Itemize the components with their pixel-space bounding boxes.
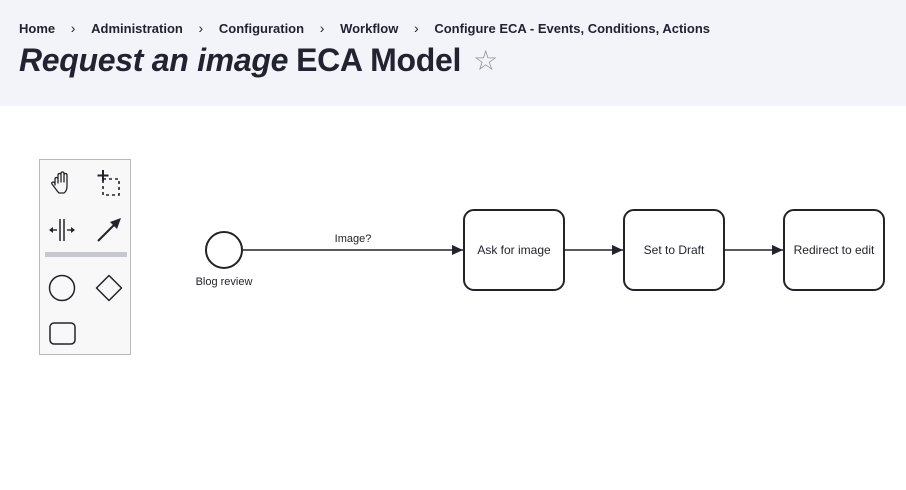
hand-tool-button[interactable] (45, 166, 79, 200)
task-ask-for-image[interactable] (463, 209, 565, 291)
circle-icon (48, 274, 76, 302)
breadcrumb-workflow[interactable]: Workflow (340, 20, 399, 36)
diamond-icon (95, 274, 123, 302)
create-task-button[interactable] (45, 316, 79, 350)
breadcrumb-separator: › (70, 20, 76, 36)
palette-separator (45, 252, 127, 257)
modeler-canvas[interactable] (0, 106, 906, 490)
breadcrumb-separator: › (319, 20, 325, 36)
lasso-icon (97, 170, 120, 196)
create-gateway-button[interactable] (92, 271, 126, 305)
space-tool-button[interactable] (45, 213, 79, 247)
breadcrumb: Home › Administration › Configuration › … (19, 20, 710, 36)
space-icon (49, 219, 75, 241)
breadcrumb-home[interactable]: Home (19, 20, 56, 36)
hand-icon (51, 171, 68, 194)
page-title-emphasis: Request an image (19, 42, 289, 78)
create-start-event-button[interactable] (45, 271, 79, 305)
breadcrumb-administration[interactable]: Administration (91, 20, 183, 36)
breadcrumb-separator: › (414, 20, 419, 36)
lasso-tool-button[interactable] (92, 166, 126, 200)
task-set-to-draft[interactable] (623, 209, 725, 291)
start-event[interactable] (205, 231, 243, 269)
tool-palette (39, 159, 131, 355)
breadcrumb-configure-eca[interactable]: Configure ECA - Events, Conditions, Acti… (434, 20, 710, 36)
rounded-rect-icon (49, 322, 76, 345)
breadcrumb-configuration[interactable]: Configuration (218, 20, 305, 36)
connect-arrow-icon (97, 218, 121, 242)
breadcrumb-separator: › (198, 20, 204, 36)
connect-tool-button[interactable] (92, 213, 126, 247)
page-header: Home › Administration › Configuration › … (0, 0, 906, 106)
star-icon[interactable]: ☆ (473, 44, 498, 76)
task-redirect-to-edit[interactable] (783, 209, 885, 291)
page-title-rest: ECA Model (296, 42, 462, 78)
page-title: Request an image ECA Model ☆ (19, 42, 498, 79)
